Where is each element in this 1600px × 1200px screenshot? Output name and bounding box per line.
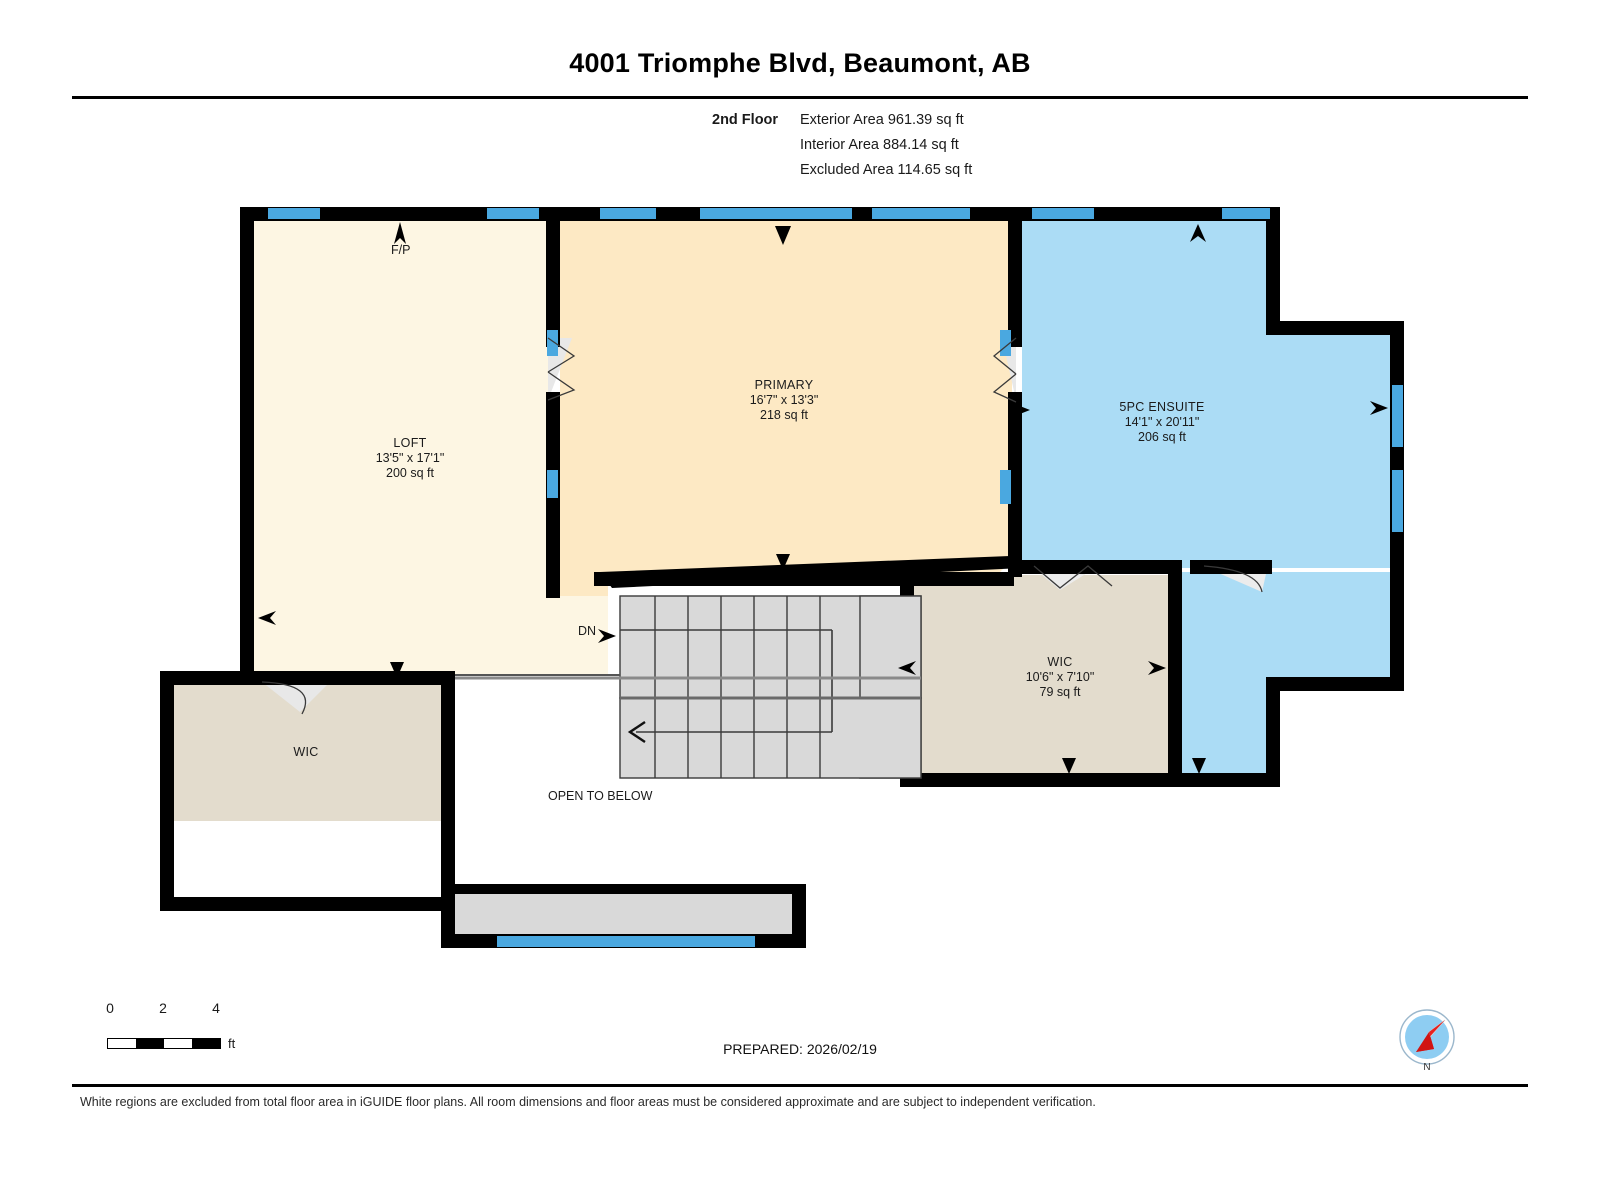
view-arrow-loft-bottom xyxy=(390,662,404,678)
wall-wic-bottom xyxy=(900,773,1180,787)
room-fill-primary-notch xyxy=(560,560,608,596)
wall-lower-left-top xyxy=(160,671,255,685)
wall-lower-left-vertical xyxy=(160,671,174,911)
fireplace-label: F/P xyxy=(391,243,411,257)
room-fill-primary xyxy=(560,215,1012,572)
view-arrow-dn xyxy=(598,629,616,643)
page-title: 4001 Triomphe Blvd, Beaumont, AB xyxy=(569,48,1031,78)
stairs-down-label: DN xyxy=(578,624,597,638)
window-top-3 xyxy=(600,208,656,219)
room-fill-ensuite xyxy=(1022,215,1398,568)
wall-ensuite-lower-bottom xyxy=(1176,773,1280,787)
view-arrow-loft-left xyxy=(258,611,276,625)
scale-bar-graphic xyxy=(107,1038,221,1049)
window-top-7 xyxy=(1222,208,1270,219)
window-ensuite-right-lower xyxy=(1392,470,1403,532)
room-fill-wic-lower xyxy=(168,680,448,822)
wall-primary-ensuite-b xyxy=(1008,392,1022,577)
window-top-5 xyxy=(872,208,970,219)
view-arrow-primary-bottom xyxy=(776,554,790,570)
wall-ensuite-step-top xyxy=(1266,321,1404,335)
wall-bay-bottom-left xyxy=(441,884,455,946)
scale-tick-0: 0 xyxy=(106,1000,114,1016)
interior-area-text: Interior Area 884.14 sq ft xyxy=(800,137,959,153)
window-primary-right-low xyxy=(1000,470,1011,504)
window-top-4 xyxy=(700,208,852,219)
window-ensuite-right-upper xyxy=(1392,385,1403,447)
wall-loft-primary-c xyxy=(546,470,560,598)
wall-loft-primary-b xyxy=(546,392,560,482)
window-bay-bottom xyxy=(497,936,755,947)
compass-rose-icon xyxy=(1399,1009,1455,1065)
scale-tick-labels: 0 2 4 xyxy=(100,1000,226,1018)
room-fill-wic-main xyxy=(912,575,1176,780)
scale-tick-1: 2 xyxy=(159,1000,167,1016)
room-fill-ensuite-lower xyxy=(1182,572,1398,780)
window-top-1 xyxy=(268,208,320,219)
view-arrow-ensuite-lower xyxy=(1192,758,1206,774)
view-arrow-ensuite-top xyxy=(1190,224,1206,242)
wall-lower-wing-right xyxy=(441,671,455,911)
wall-loft-primary xyxy=(546,207,560,347)
wall-primary-bottom xyxy=(594,572,1014,586)
footer-divider xyxy=(72,1084,1528,1087)
view-arrow-ensuite-door xyxy=(1012,403,1030,417)
window-primary-right xyxy=(1000,330,1011,356)
bay-fill xyxy=(455,894,792,934)
window-loft-primary-left xyxy=(547,330,558,356)
window-loft-primary-low xyxy=(547,470,558,498)
view-arrow-fireplace xyxy=(394,222,406,244)
window-top-2 xyxy=(487,208,539,219)
view-arrow-ensuite-right xyxy=(1370,401,1388,415)
view-arrow-wic-left xyxy=(898,661,916,675)
window-top-6 xyxy=(1032,208,1094,219)
wall-ensuite-step-bottom xyxy=(1266,677,1404,691)
scale-tick-2: 4 xyxy=(212,1000,220,1016)
exterior-area-text: Exterior Area 961.39 sq ft xyxy=(800,112,964,128)
wall-loft-left xyxy=(240,207,254,685)
staircase xyxy=(455,595,922,779)
wall-lower-left-bottom xyxy=(160,897,460,911)
wall-ensuite-divider xyxy=(1022,560,1182,574)
view-arrows xyxy=(258,222,1388,774)
header-divider xyxy=(72,96,1528,99)
wall-ensuite-top-right xyxy=(1266,207,1280,335)
wall-ensuite-divider-b xyxy=(1190,560,1272,574)
floor-label: 2nd Floor xyxy=(712,112,779,128)
room-fill-loft xyxy=(248,215,608,682)
scale-unit-label: ft xyxy=(228,1036,236,1051)
prepared-date: PREPARED: 2026/02/19 xyxy=(723,1041,877,1057)
door-arcs xyxy=(261,337,1263,715)
disclaimer-text: White regions are excluded from total fl… xyxy=(80,1095,1096,1109)
view-arrow-wic-right xyxy=(1148,661,1166,675)
view-arrow-wic-bottom xyxy=(1062,758,1076,774)
scale-bar: 0 2 4 ft xyxy=(100,1000,270,1060)
area-summary: 2nd Floor Exterior Area 961.39 sq ft Int… xyxy=(712,108,972,183)
wall-wic-ensuite xyxy=(1168,560,1182,787)
open-to-below-label: OPEN TO BELOW xyxy=(548,789,653,803)
excluded-area-text: Excluded Area 114.65 sq ft xyxy=(800,162,973,178)
wall-ensuite-lower-right xyxy=(1266,677,1280,787)
compass-north-label: N xyxy=(1423,1062,1431,1073)
wall-bay-top xyxy=(455,884,806,894)
wall-bay-bottom-right xyxy=(792,884,806,946)
wall-primary-ensuite xyxy=(1008,207,1022,347)
wall-loft-bottom xyxy=(240,671,455,685)
door-swing-wic-lower xyxy=(262,682,330,712)
